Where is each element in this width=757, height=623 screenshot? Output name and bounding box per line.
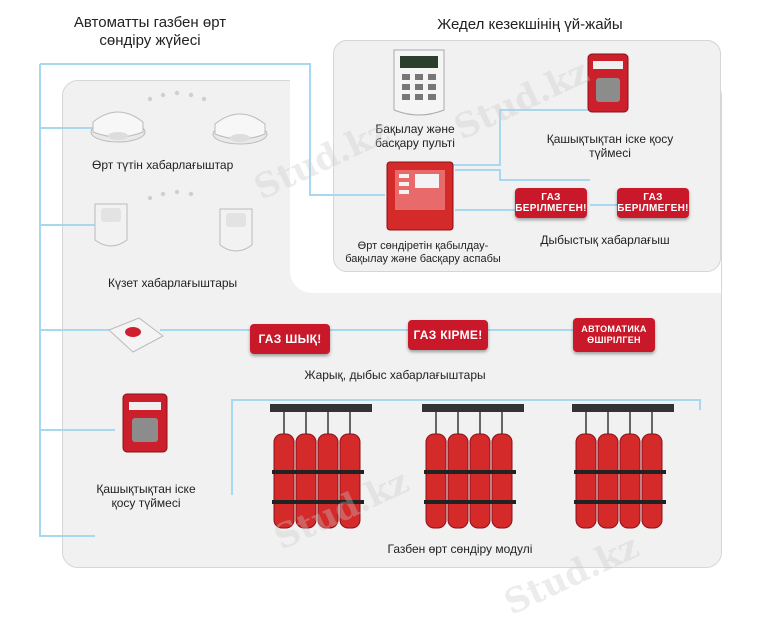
fire-control-device-icon bbox=[386, 161, 454, 231]
gas-cylinder-module-icon bbox=[422, 404, 524, 529]
light-sound-alarms-label: Жарық, дыбыс хабарлағыштары bbox=[304, 368, 486, 382]
sound-alarm-label: Дыбыстық хабарлағыш bbox=[540, 233, 670, 247]
smoke-detector-icon bbox=[90, 111, 146, 143]
manual-call-point-icon bbox=[108, 317, 164, 353]
remote-button-right-label: Қашықтықтан іске қосу түймесі bbox=[546, 132, 674, 160]
system-title: Автоматты газбен өрт сөндіру жүйесі bbox=[73, 14, 227, 49]
wire-top bbox=[40, 63, 385, 196]
gas-not-given-sign: ГАЗ БЕРІЛМЕГЕН! bbox=[515, 188, 587, 218]
duty-room-title: Жедел кезекшінің үй-жайы bbox=[437, 16, 623, 33]
smoke-detector-icon bbox=[212, 113, 268, 145]
remote-start-button-icon bbox=[122, 393, 168, 453]
gas-not-given-sign: ГАЗ БЕРІЛМЕГЕН! bbox=[617, 188, 689, 218]
remote-button-left-label: Қашықтықтан іске қосу түймесі bbox=[96, 482, 196, 510]
motion-detector-icon bbox=[94, 203, 128, 247]
remote-start-button-icon bbox=[587, 53, 629, 113]
gas-exit-sign: ГАЗ ШЫҚ! bbox=[250, 324, 330, 354]
control-panel-label: Бақылау және басқару пульті bbox=[375, 122, 455, 150]
gas-enter-sign: ГАЗ КІРМЕ! bbox=[408, 320, 488, 350]
gas-cylinder-module-icon bbox=[572, 404, 674, 529]
connection-wires bbox=[39, 63, 701, 537]
control-keypad-icon bbox=[393, 49, 445, 116]
automatic-off-sign: АВТОМАТИКА ӨШІРІЛГЕН bbox=[573, 318, 655, 352]
fire-device-label: Өрт сөндіретін қабылдау-бақылау және бас… bbox=[345, 240, 501, 265]
motion-detector-icon bbox=[219, 208, 253, 252]
gas-module-label: Газбен өрт сөндіру модулі bbox=[387, 542, 533, 556]
gas-cylinder-module-icon bbox=[270, 404, 372, 529]
smoke-detectors-label: Өрт түтін хабарлағыштар bbox=[92, 158, 234, 172]
security-detectors-label: Күзет хабарлағыштары bbox=[108, 276, 238, 290]
